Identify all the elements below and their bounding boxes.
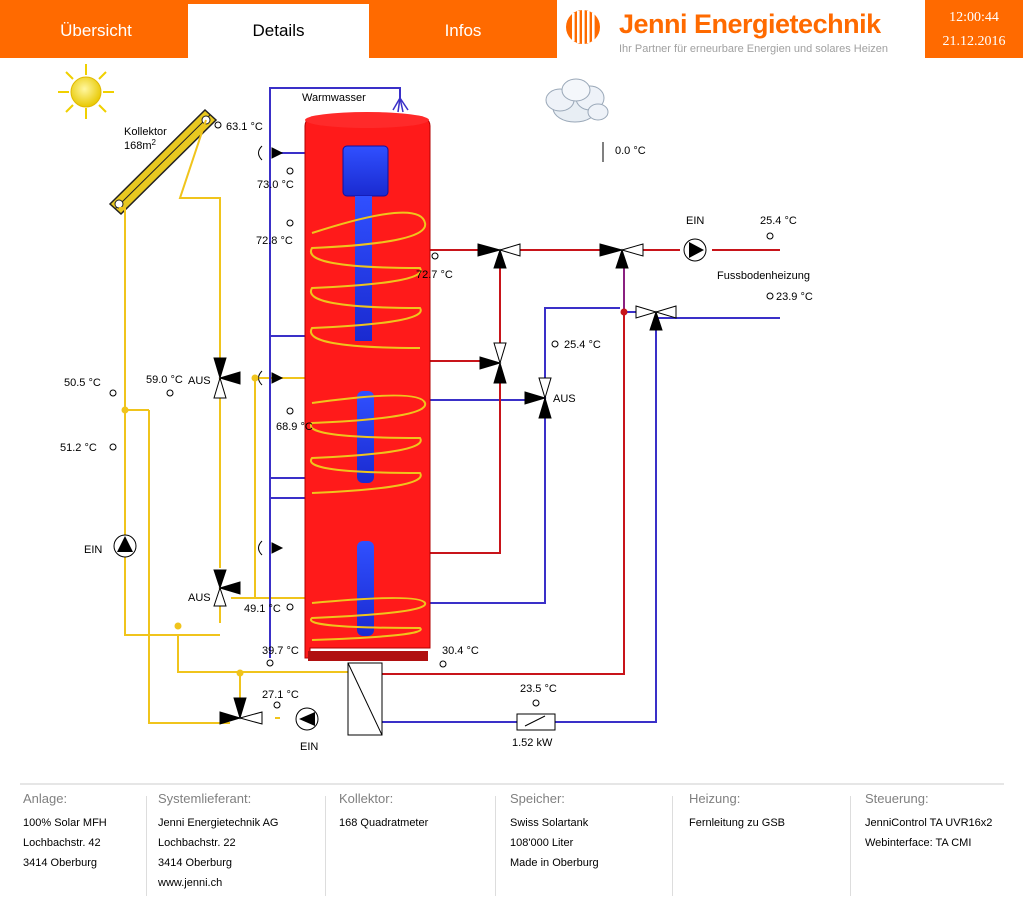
check-valves [258, 145, 284, 556]
valve-hot-2 [599, 243, 644, 269]
footer-line: 3414 Oberburg [158, 857, 232, 869]
footer-heading: Heizung: [689, 791, 741, 806]
footer-col-steuerung: Steuerung: JenniControl TA UVR16x2 Webin… [865, 791, 992, 853]
valve-mid [479, 342, 507, 384]
valve-bottom [219, 697, 263, 725]
tab-uebersicht[interactable]: Übersicht [60, 21, 132, 40]
top-navigation-bar: Übersicht Details Infos Jenni Energietec… [0, 0, 1023, 58]
footer-col-systemlieferant: Systemlieferant: Jenni Energietechnik AG… [158, 791, 278, 893]
footer-col-kollektor: Kollektor: 168 Quadratmeter [339, 791, 428, 833]
status-pump-hot: EIN [686, 215, 704, 227]
temp-tank-mid: 68.9 °C [276, 421, 313, 433]
footer-separator [325, 796, 326, 896]
heat-exchanger [347, 662, 383, 736]
meter-power: 1.52 kW [512, 737, 553, 749]
valve-return [635, 305, 677, 331]
temp-solar-flow: 50.5 °C [64, 377, 101, 389]
footer-line: Made in Oberburg [510, 857, 599, 869]
collector-area: 168m2 [124, 138, 157, 152]
footer-heading: Systemlieferant: [158, 791, 252, 806]
status-pump-bottom: EIN [300, 741, 318, 753]
pump-hot-icon [683, 238, 707, 262]
clock: 12:00:44 21.12.2016 [925, 0, 1023, 58]
footer-separator [850, 796, 851, 896]
junction-dots [121, 308, 628, 677]
hot-water-pipes [382, 249, 780, 675]
footer-line: Webinterface: TA CMI [865, 837, 972, 849]
clock-date: 21.12.2016 [942, 34, 1006, 49]
footer-line: Lochbachstr. 42 [23, 837, 101, 849]
brand-tagline: Ihr Partner für erneurbare Energien und … [619, 43, 889, 55]
valve-aus-upper [213, 357, 241, 399]
temp-hx-out: 30.4 °C [442, 645, 479, 657]
temp-heating-out: 72.7 °C [416, 269, 453, 281]
temp-outside: 0.0 °C [615, 145, 646, 157]
footer-line: Swiss Solartank [510, 817, 589, 829]
footer-line: Fernleitung zu GSB [689, 817, 785, 829]
footer-separator [672, 796, 673, 896]
temp-supply-hot: 25.4 °C [760, 215, 797, 227]
temp-tank-upper: 72.8 °C [256, 235, 293, 247]
temp-hx-in: 27.1 °C [262, 689, 299, 701]
heat-meter [516, 713, 556, 731]
temp-solar-valve: 59.0 °C [146, 374, 183, 386]
brand-name: Jenni Energietechnik [619, 9, 881, 39]
valve-aus-lower [213, 569, 241, 607]
status-pump-solar: EIN [84, 544, 102, 556]
footer-line: JenniControl TA UVR16x2 [865, 817, 993, 829]
footer-separator [495, 796, 496, 896]
footer-line: 100% Solar MFH [23, 817, 107, 829]
temp-tank-low: 49.1 °C [244, 603, 281, 615]
footer-line: 3414 Oberburg [23, 857, 97, 869]
temp-meter: 23.5 °C [520, 683, 557, 695]
temp-return: 23.9 °C [776, 291, 813, 303]
temp-collector: 63.1 °C [226, 121, 263, 133]
temp-mix: 25.4 °C [564, 339, 601, 351]
valve-hot-1 [477, 243, 521, 269]
brand-block: Jenni Energietechnik Ihr Partner für ern… [557, 0, 925, 58]
footer-heading: Steuerung: [865, 791, 929, 806]
warmwater-shower-icon [392, 88, 409, 113]
tab-infos[interactable]: Infos [444, 21, 482, 40]
footer-col-anlage: Anlage: 100% Solar MFH Lochbachstr. 42 3… [23, 791, 107, 873]
jenni-logo-icon [566, 10, 600, 44]
sun-icon [58, 64, 114, 119]
fussboden-label: Fussbodenheizung [717, 270, 810, 282]
footer-heading: Kollektor: [339, 791, 394, 806]
footer-col-speicher: Speicher: Swiss Solartank 108'000 Liter … [510, 791, 599, 873]
sensor-markers [109, 121, 774, 709]
cloud-icon [545, 78, 609, 123]
warmwasser-label: Warmwasser [302, 92, 366, 104]
temp-tank-bottom: 39.7 °C [262, 645, 299, 657]
footer-divider [20, 783, 1004, 785]
status-valve-upper: AUS [188, 375, 211, 387]
collector-label: Kollektor [124, 126, 167, 138]
temp-solar-return: 51.2 °C [60, 442, 97, 454]
footer-line: Lochbachstr. 22 [158, 837, 236, 849]
footer-separator [146, 796, 147, 896]
hydraulic-diagram: Warmwasser Kollektor 168m2 63.1 °C 73.0 … [58, 64, 813, 753]
temp-tank-top: 73.0 °C [257, 179, 294, 191]
storage-tank [304, 112, 431, 661]
status-valve-hot: AUS [553, 393, 576, 405]
footer-line: Jenni Energietechnik AG [158, 817, 279, 829]
footer-line: 108'000 Liter [510, 837, 574, 849]
footer-col-heizung: Heizung: Fernleitung zu GSB [689, 791, 785, 833]
footer-line: 168 Quadratmeter [339, 817, 429, 829]
valve-aus-right [524, 377, 552, 419]
tab-details[interactable]: Details [188, 4, 369, 58]
footer-heading: Anlage: [23, 791, 68, 806]
pump-solar-icon [113, 534, 137, 558]
pump-bottom-icon [295, 707, 319, 731]
clock-time: 12:00:44 [949, 10, 999, 25]
status-valve-lower: AUS [188, 592, 211, 604]
footer-link-website[interactable]: www.jenni.ch [158, 877, 223, 889]
footer-heading: Speicher: [510, 791, 565, 806]
solar-collector [108, 108, 218, 216]
valves [213, 243, 677, 725]
